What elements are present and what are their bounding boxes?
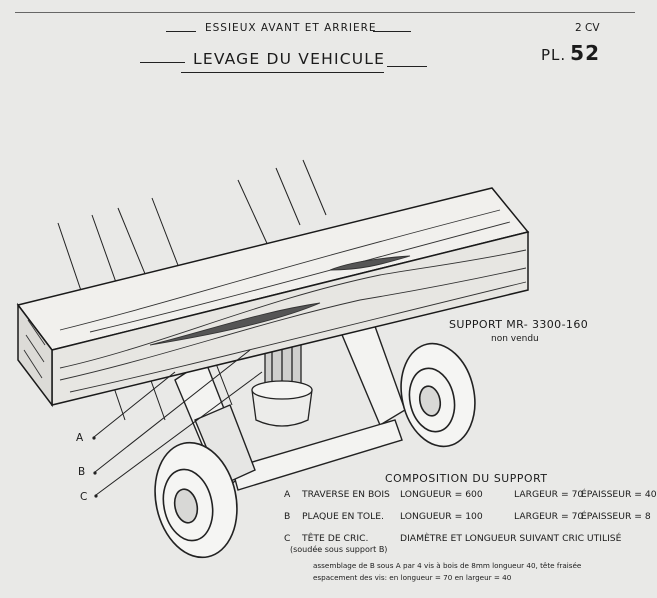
title-underline	[181, 72, 384, 73]
row-c-note: (soudée sous support B)	[290, 545, 388, 554]
assembly-note: assemblage de B sous A par 4 vis à bois …	[313, 561, 582, 570]
callout-a: A	[76, 432, 84, 444]
callout-c: C	[80, 491, 88, 503]
plate-prefix: PL.	[541, 46, 567, 64]
row-name: PLAQUE EN TOLE.	[302, 511, 384, 522]
support-reference: SUPPORT MR- 3300-160	[449, 318, 589, 331]
header-rule-right-top	[373, 31, 411, 32]
row-key: B	[284, 511, 291, 522]
wooden-beam	[16, 187, 530, 408]
plate-number-value: 52	[570, 41, 601, 65]
row-description: DIAMÈTRE ET LONGUEUR SUIVANT CRIC UTILIS…	[400, 533, 622, 544]
callout-b: B	[78, 466, 86, 478]
wheel-right	[400, 342, 476, 448]
row-width: LARGEUR = 70	[514, 489, 584, 500]
support-status: non vendu	[491, 334, 539, 344]
row-width: LARGEUR = 70	[514, 511, 584, 522]
header-rule-left-top	[166, 31, 196, 32]
row-name: TÊTE DE CRIC.	[302, 533, 369, 544]
frame-top-rule	[15, 12, 635, 13]
section-title: ESSIEUX AVANT ET ARRIERE	[205, 22, 377, 34]
vehicle-model: 2 CV	[575, 22, 600, 34]
row-length: LONGUEUR = 100	[400, 511, 483, 522]
header-rule-right-main	[387, 66, 427, 67]
wheel-left	[154, 441, 238, 559]
spacing-note: espacement des vis: en longueur = 70 en …	[313, 573, 512, 582]
page-title: LEVAGE DU VEHICULE	[193, 50, 386, 68]
row-key: A	[284, 489, 291, 500]
wood-grain	[23, 209, 527, 393]
row-name: TRAVERSE EN BOIS	[302, 489, 390, 500]
plate-number: PL.52	[541, 41, 600, 65]
row-thickness: ÉPAISSEUR = 8	[581, 511, 651, 522]
header-rule-left-main	[140, 62, 185, 63]
row-key: C	[284, 533, 291, 544]
row-thickness: ÉPAISSEUR = 40	[581, 489, 657, 500]
composition-title: COMPOSITION DU SUPPORT	[385, 472, 548, 485]
callout-leaders	[93, 349, 263, 496]
row-length: LONGUEUR = 600	[400, 489, 483, 500]
